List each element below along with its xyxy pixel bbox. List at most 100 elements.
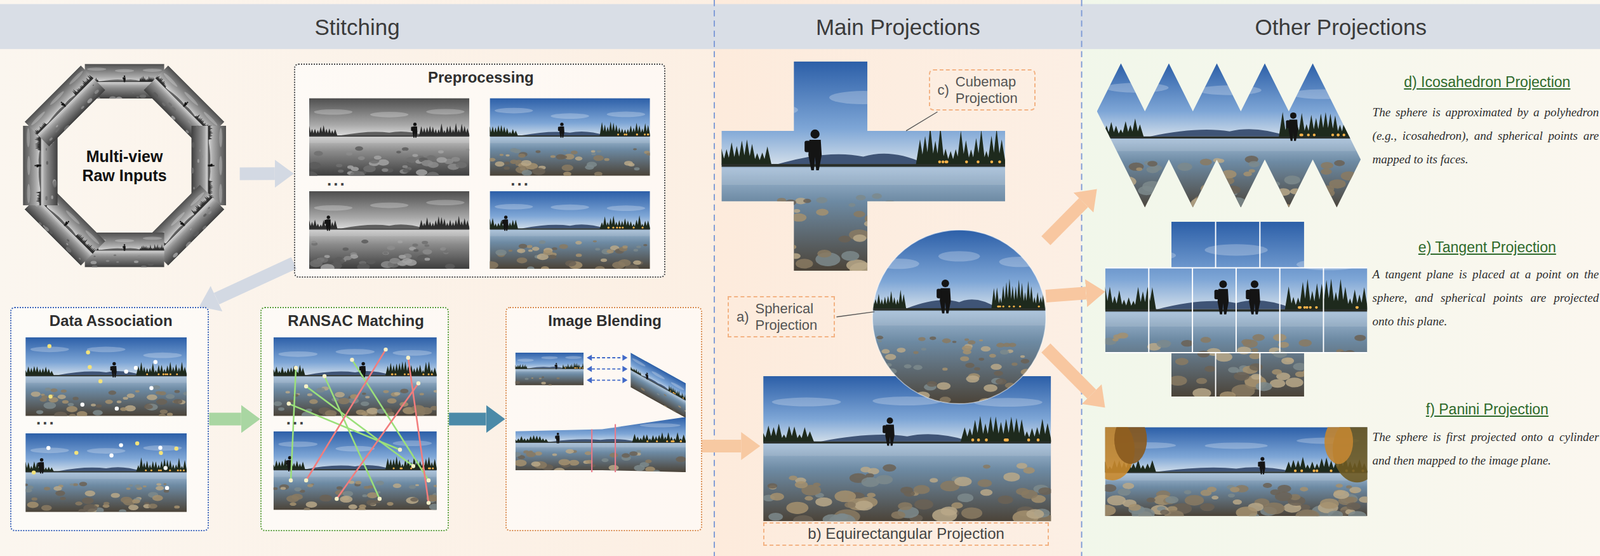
illustration-part: [335, 445, 375, 452]
illustration-part: [561, 362, 584, 369]
illustration-part: [1094, 203, 1114, 214]
illustration-part: [1229, 486, 1240, 492]
illustration-part: [24, 196, 94, 266]
illustration-part: [397, 240, 403, 243]
illustration-part: [918, 336, 926, 341]
illustration-part: [31, 391, 41, 397]
illustration-part: [869, 366, 879, 371]
illustration-part: [319, 493, 333, 501]
illustration-part: [405, 496, 419, 504]
illustration-part: [1214, 280, 1229, 315]
illustration-part: [657, 392, 660, 396]
illustration-part: [962, 349, 972, 354]
illustration-part: [426, 500, 431, 505]
illustration-part: [1245, 289, 1251, 300]
illustration-part: [405, 156, 416, 163]
illustration-part: [559, 126, 565, 138]
illustration-part: [100, 79, 142, 82]
illustration-part: [342, 490, 354, 496]
illustration-part: [86, 67, 107, 71]
illustration-part: [1347, 510, 1367, 516]
description-text: A tangent plane is placed at a point on …: [1372, 262, 1600, 333]
illustration-part: [417, 254, 430, 262]
illustration-part: [123, 245, 126, 251]
illustration-part: [348, 504, 358, 510]
node-label: Spherical Projection: [754, 300, 827, 333]
illustration-part: [1355, 306, 1359, 309]
illustration-part: [322, 373, 327, 378]
illustration-part: [526, 245, 533, 249]
illustration-part: [1227, 197, 1246, 208]
illustration-part: [377, 159, 390, 166]
illustration-part: [980, 346, 992, 352]
illustration-part: [520, 160, 532, 166]
illustration-part: [999, 305, 1002, 308]
illustration-part: [841, 250, 860, 261]
illustration-part: [1097, 139, 1363, 151]
illustration-part: [109, 453, 114, 458]
illustration-part: [1346, 502, 1361, 510]
illustration-part: [309, 125, 338, 136]
illustration-part: [1117, 488, 1131, 496]
illustration-part: [804, 140, 811, 153]
illustration-part: [553, 467, 566, 474]
illustration-part: [565, 448, 574, 454]
illustration-part: [976, 160, 980, 164]
text-slot: Data Association: [11, 311, 211, 337]
illustration-part: [1235, 267, 1237, 353]
illustration-part: [526, 266, 535, 269]
illustration-part: [575, 366, 577, 369]
illustration-part: [615, 226, 618, 229]
photo: [309, 97, 470, 176]
node-label: Main Projections: [815, 14, 981, 40]
illustration-part: [1356, 306, 1359, 309]
illustration-part: [1323, 360, 1335, 367]
illustration-part: [1333, 489, 1350, 499]
illustration-part: [977, 438, 981, 442]
illustration-part: [142, 68, 162, 72]
illustration-part: [156, 197, 215, 256]
illustration-part: [25, 470, 187, 512]
illustration-part: [941, 160, 945, 164]
illustration-part: [128, 504, 139, 510]
illustration-part: [1112, 168, 1125, 175]
illustration-part: [494, 203, 534, 210]
illustration-part: [1135, 366, 1150, 375]
section-panel: StitchingMulti-view Raw InputsPreprocess…: [0, 0, 715, 556]
illustration-part: [871, 379, 879, 383]
illustration-part: [663, 393, 667, 397]
illustration-part: [1003, 342, 1011, 348]
illustration-part: [883, 200, 896, 207]
illustration-part: [325, 409, 338, 416]
illustration-part: [896, 228, 908, 235]
illustration-part: [515, 368, 585, 369]
illustration-part: [147, 262, 154, 266]
illustration-part: [273, 337, 437, 376]
illustration-part: [37, 457, 44, 474]
photo: [273, 337, 437, 416]
photo: [1101, 221, 1369, 402]
illustration-part: [822, 513, 842, 521]
illustration-part: [804, 495, 813, 501]
illustration-part: [324, 219, 327, 225]
illustration-part: [92, 264, 98, 267]
illustration-part: [80, 105, 86, 110]
illustration-part: [306, 500, 318, 508]
illustration-part: [645, 373, 647, 376]
illustration-part: [1295, 509, 1320, 516]
illustration-part: [1092, 156, 1105, 164]
flow-arrow: [702, 439, 742, 453]
illustration-part: [1313, 133, 1316, 136]
illustration-part: [192, 229, 200, 238]
illustration-part: [1113, 333, 1122, 339]
illustration-part: [599, 121, 650, 136]
illustration-part: [366, 499, 377, 506]
illustration-part: [1097, 136, 1363, 139]
illustration-part: [291, 493, 303, 500]
illustration-part: [62, 219, 70, 227]
text-slot: d) Icosahedron Projection: [1372, 73, 1600, 99]
illustration-part: [50, 387, 58, 392]
illustration-part: [86, 97, 93, 104]
ellipsis-label: ...: [311, 171, 362, 188]
illustration-part: [897, 501, 913, 510]
